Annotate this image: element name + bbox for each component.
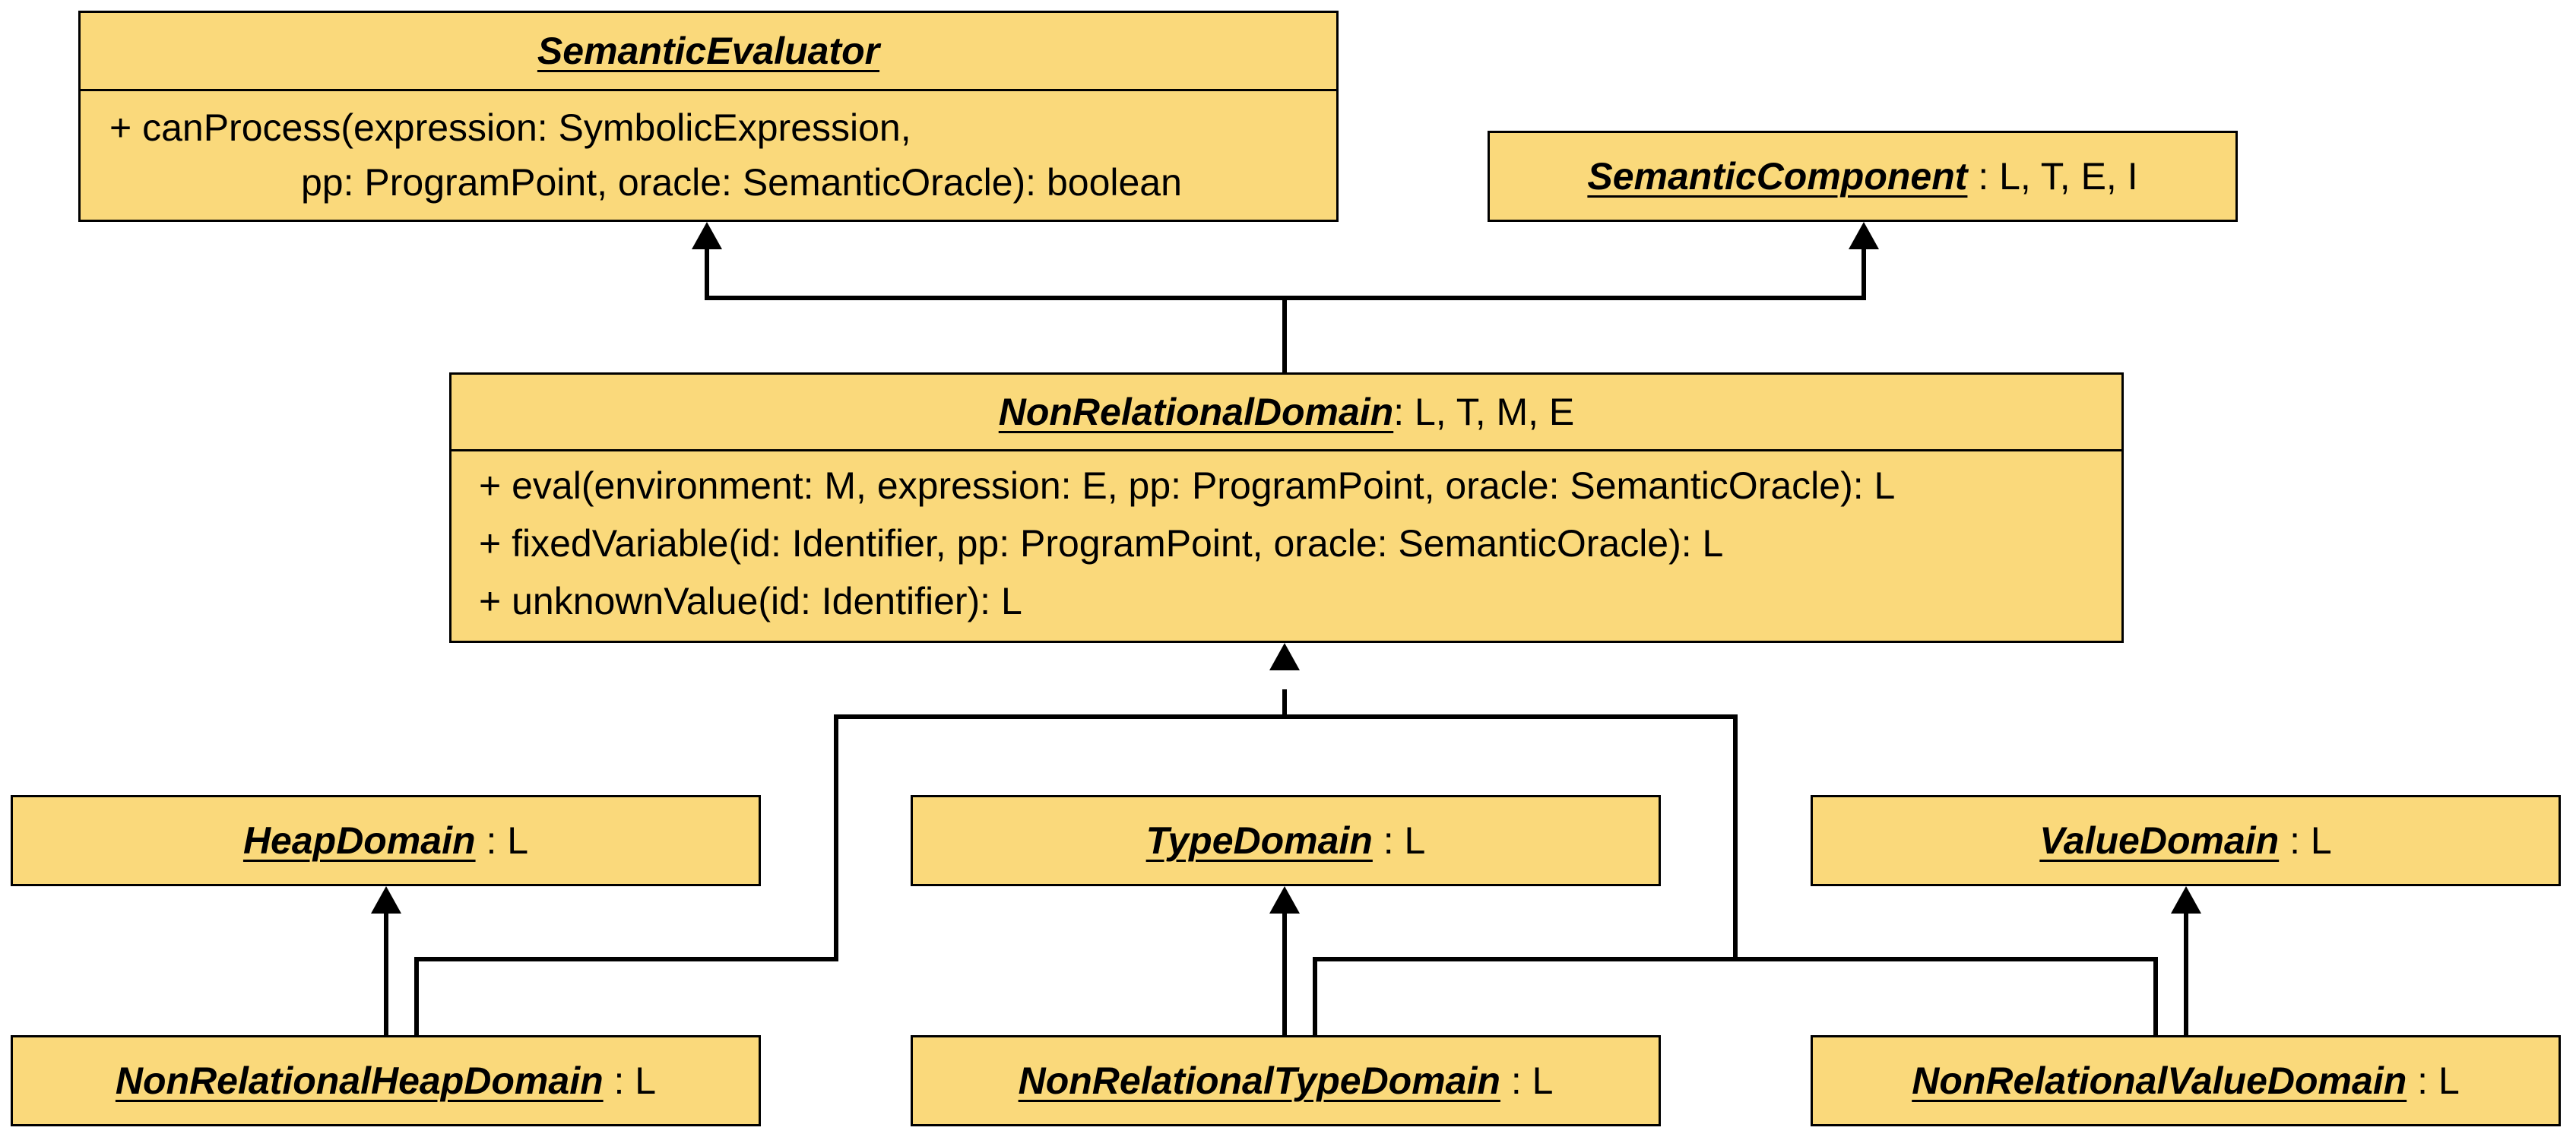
edge-heap-to-nonrelational <box>414 689 1287 1035</box>
class-heap-domain: HeapDomain : L <box>11 795 761 886</box>
type-parameters: : L <box>2279 819 2332 862</box>
class-header: SemanticEvaluator <box>81 13 1336 89</box>
class-header: NonRelationalTypeDomain : L <box>913 1037 1659 1124</box>
compartment-divider <box>81 89 1336 91</box>
arrowhead-evaluator <box>692 222 722 249</box>
type-parameters: : L, T, E, I <box>1967 155 2138 198</box>
method-line: + canProcess(expression: SymbolicExpress… <box>109 106 911 149</box>
class-name: ValueDomain <box>2039 819 2280 862</box>
class-value-domain: ValueDomain : L <box>1811 795 2561 886</box>
arrowhead-nonrelational <box>1269 643 1300 670</box>
class-name: NonRelationalDomain <box>998 391 1394 433</box>
class-header: NonRelationalHeapDomain : L <box>13 1037 759 1124</box>
method-line: + fixedVariable(id: Identifier, pp: Prog… <box>479 522 1724 565</box>
arrowhead-typedomain <box>1269 886 1300 914</box>
arrowhead-component <box>1849 222 1879 249</box>
class-header: ValueDomain : L <box>1813 797 2559 884</box>
arrowhead-valuedomain <box>2171 886 2201 914</box>
class-semantic-evaluator: SemanticEvaluator + canProcess(expressio… <box>78 11 1339 222</box>
class-header: NonRelationalValueDomain : L <box>1813 1037 2559 1124</box>
class-name: SemanticComponent <box>1587 155 1968 198</box>
arrowhead-heapdomain <box>371 886 401 914</box>
class-name: NonRelationalHeapDomain <box>115 1059 604 1102</box>
type-parameters: : L <box>1372 819 1426 862</box>
class-type-domain: TypeDomain : L <box>911 795 1661 886</box>
class-name: TypeDomain <box>1145 819 1373 862</box>
class-non-relational-value-domain: NonRelationalValueDomain : L <box>1811 1035 2561 1126</box>
class-name: HeapDomain <box>242 819 476 862</box>
class-non-relational-domain: NonRelationalDomain : L, T, M, E + eval(… <box>449 372 2124 643</box>
class-semantic-component: SemanticComponent : L, T, E, I <box>1488 131 2238 222</box>
class-non-relational-heap-domain: NonRelationalHeapDomain : L <box>11 1035 761 1126</box>
type-parameters: : L, T, M, E <box>1393 391 1575 433</box>
type-parameters: : L <box>603 1059 657 1102</box>
compartment-divider <box>452 449 2121 451</box>
class-name: SemanticEvaluator <box>537 30 880 72</box>
edge-value-to-nonrelational <box>1735 957 2158 1035</box>
class-name: NonRelationalValueDomain <box>1912 1059 2407 1102</box>
method-line: + unknownValue(id: Identifier): L <box>479 580 1022 622</box>
type-parameters: : L <box>1500 1059 1554 1102</box>
method-line: pp: ProgramPoint, oracle: SemanticOracle… <box>301 161 1182 204</box>
edge-nonrelational-to-evaluator <box>705 247 1287 372</box>
class-non-relational-type-domain: NonRelationalTypeDomain : L <box>911 1035 1661 1126</box>
class-header: NonRelationalDomain : L, T, M, E <box>452 375 2121 449</box>
type-parameters: : L <box>2406 1059 2460 1102</box>
type-parameters: : L <box>475 819 529 862</box>
edge-nonrelational-to-component <box>1285 247 1866 300</box>
class-header: TypeDomain : L <box>913 797 1659 884</box>
class-name: NonRelationalTypeDomain <box>1018 1059 1500 1102</box>
method-line: + eval(environment: M, expression: E, pp… <box>479 464 1896 507</box>
class-header: SemanticComponent : L, T, E, I <box>1490 133 2235 220</box>
class-header: HeapDomain : L <box>13 797 759 884</box>
